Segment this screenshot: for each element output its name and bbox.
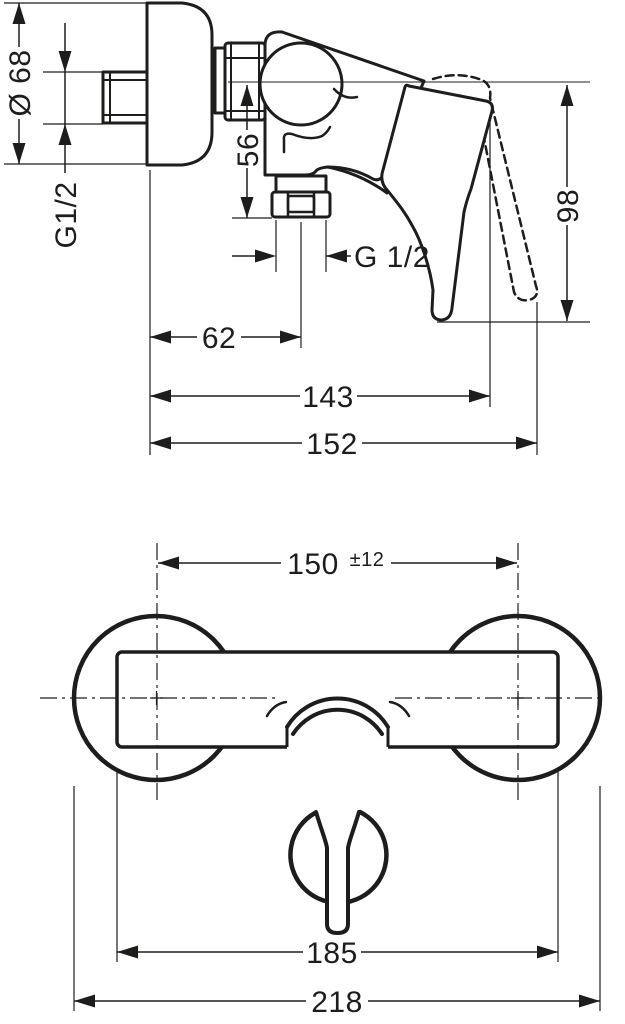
handle-outline [380,83,494,322]
dim-152: 152 [150,428,537,461]
arrowhead [280,330,301,344]
dim-98: 98 [552,85,585,321]
arrowhead [240,197,254,218]
arrowhead [74,994,95,1008]
arrowhead [240,85,254,106]
arrowhead [516,436,537,450]
arrowhead [12,3,26,24]
body-under-curve [326,165,389,195]
outlet-hex-nut [270,190,332,219]
outlet-hex-inner [286,194,316,214]
body-detail-curve [332,87,359,99]
dim-label-diameter-68: Ø 68 [4,49,37,116]
side-view: Ø 68 G1/2 56 G 1/2 62 [4,1,590,461]
dim-label-218: 218 [311,986,363,1019]
dim-218: 218 [74,986,600,1019]
dim-label-56: 56 [232,133,265,167]
side-extension-lines [4,2,590,455]
wall-connection [101,1,267,167]
dim-label-152: 152 [306,428,358,461]
arrowhead [537,945,558,959]
bar-detail-curve [388,700,411,718]
mixer-body [258,30,426,219]
dim-label-150-tolerance: ±12 [350,549,385,571]
hub-outer-arc [285,696,390,729]
handle-hub [265,696,411,935]
dim-label-143: 143 [302,381,354,414]
handle-raised-outline [431,74,539,302]
center-mark-left [150,691,163,705]
dim-label-98: 98 [552,189,585,223]
arrowhead [560,85,574,106]
arrowhead [255,249,276,263]
arrowhead [12,143,26,164]
cartridge-dome [258,41,344,127]
dim-wall-thread: G1/2 [50,23,83,249]
handle-grip-front [314,810,361,935]
lever-handle-raised-dashed [431,74,539,302]
arrowhead [496,556,517,570]
hub-middle-arc [291,707,384,736]
arrowhead [150,389,171,403]
dim-label-150: 150 [287,548,339,581]
dim-185: 185 [117,937,558,970]
lever-handle [380,83,494,322]
dim-label-185: 185 [306,937,358,970]
arrowhead [469,389,490,403]
dim-escutcheon-diameter: Ø 68 [4,3,37,164]
arrowhead [58,51,72,72]
body-detail-curve [282,125,332,154]
arrowhead [579,994,600,1008]
arrowhead [326,249,347,263]
escutcheon-side [145,1,214,167]
center-mark-right [511,691,524,705]
dim-outlet-thread: G 1/2 [232,241,430,274]
arrowhead [58,124,72,145]
bar-detail-curve [265,700,288,718]
arrowhead [158,556,179,570]
dim-center-to-outlet: 56 [232,85,265,218]
arrowhead [117,945,138,959]
front-view: 150 ±12 185 218 [40,543,603,1019]
arrowhead [560,300,574,321]
dim-62: 62 [150,322,301,355]
front-centerlines [40,543,600,805]
outlet-neck [274,174,328,194]
hub-mask [287,698,388,751]
arrowhead [150,330,171,344]
front-extension-lines [73,751,601,1011]
dim-label-62: 62 [202,322,236,355]
dim-143: 143 [150,381,490,414]
dim-label-wall-thread: G1/2 [50,181,83,248]
dim-150: 150 ±12 [158,548,517,581]
dim-label-outlet-thread: G 1/2 [354,241,430,274]
arrowhead [150,436,171,450]
